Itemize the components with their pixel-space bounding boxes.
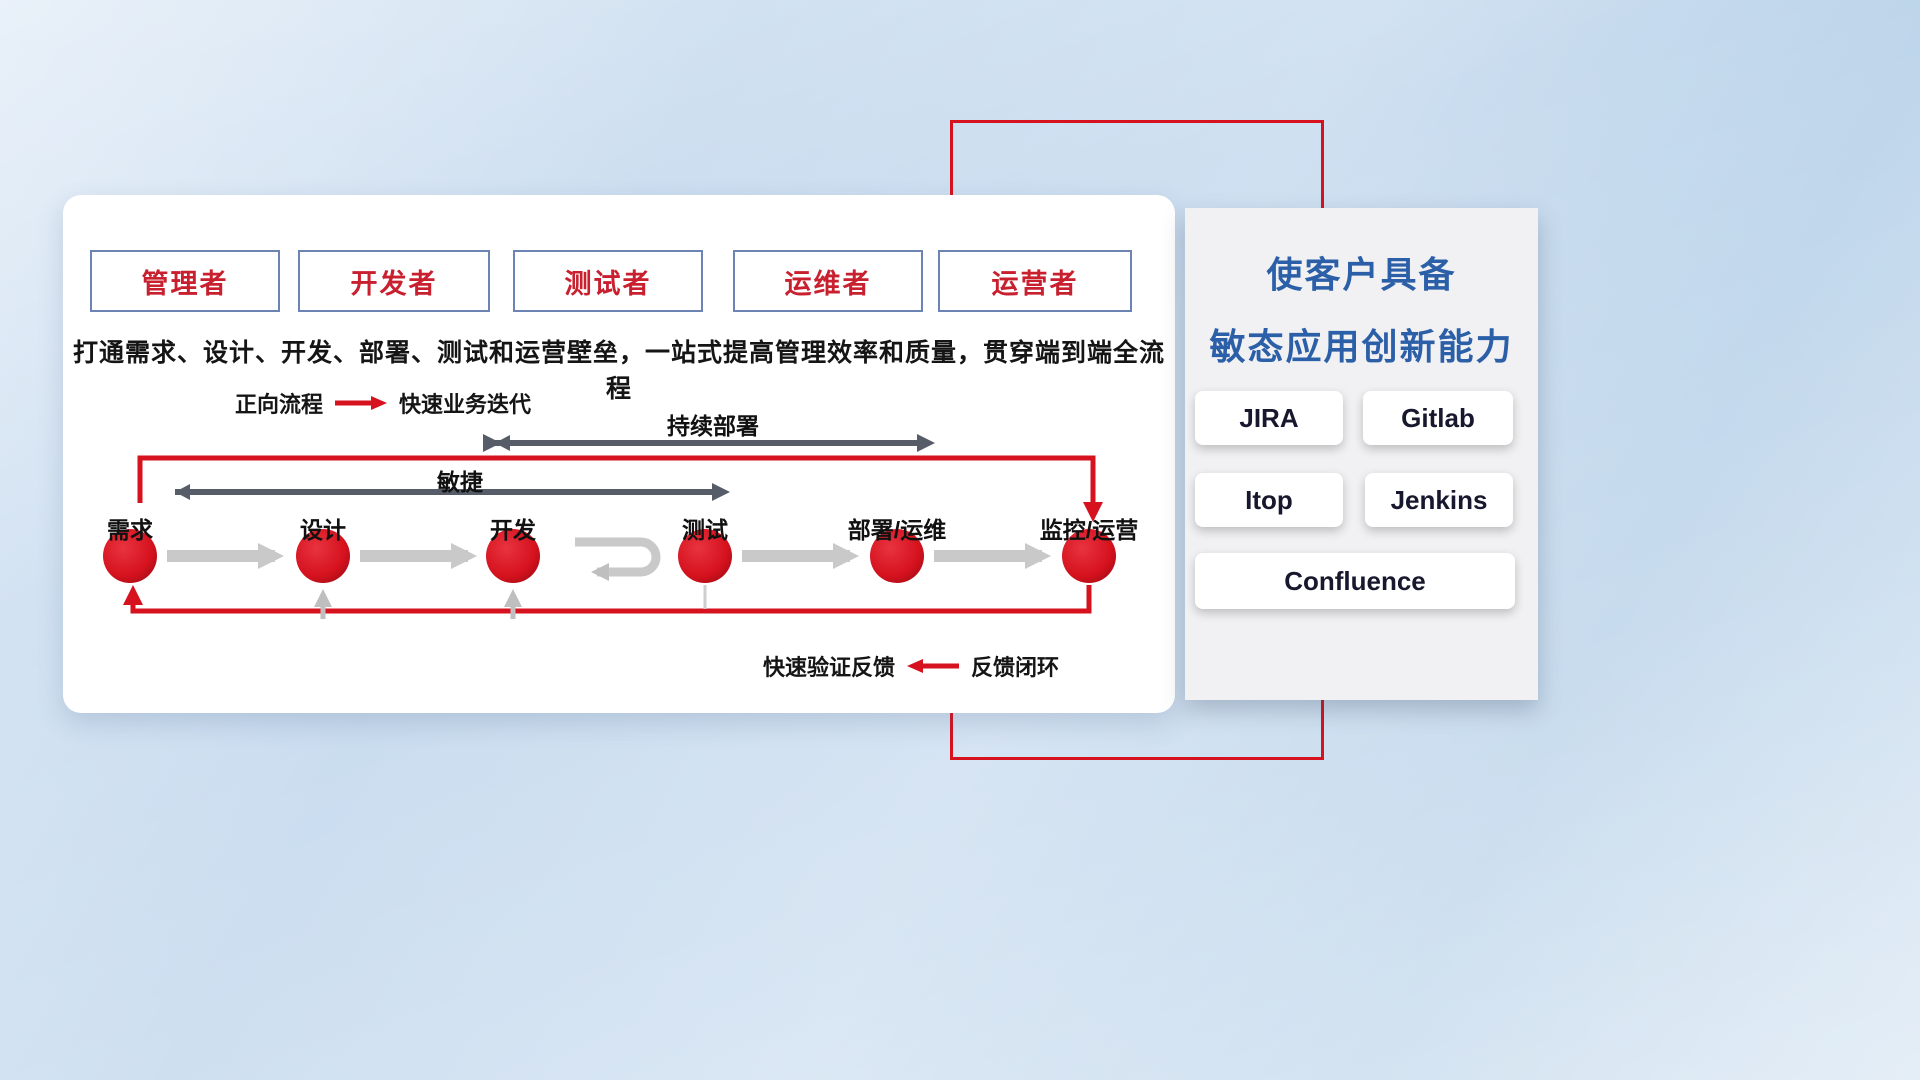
continuous-deploy-arrowhead-left	[495, 435, 510, 451]
node-development	[486, 529, 540, 583]
feedback-legend: 快速验证反馈 反馈闭环	[763, 650, 1059, 682]
flow-node-label-development: 开发	[490, 517, 536, 543]
role-box-manager: 管理者	[90, 250, 280, 312]
flow-node-label-test: 测试	[682, 517, 728, 543]
node-monitor-operate	[1062, 529, 1116, 583]
agile-arrowhead-left	[175, 484, 190, 500]
tool-badge-gitlab: Gitlab	[1363, 391, 1513, 445]
role-box-developer: 开发者	[298, 250, 490, 312]
tool-badge-jenkins: Jenkins	[1365, 473, 1513, 527]
forward-arrow-icon	[335, 396, 388, 410]
devops-flow-panel: 管理者 开发者 测试者 运维者 运营者 打通需求、设计、开发、部署、测试和运营壁…	[63, 195, 1175, 713]
continuous-deploy-label: 持续部署	[667, 413, 759, 439]
forward-legend-label: 正向流程	[235, 392, 324, 417]
feedback-legend-value: 反馈闭环	[971, 655, 1060, 680]
node-requirements	[103, 529, 157, 583]
forward-loop-line	[137, 455, 1103, 522]
tool-badge-itop: Itop	[1195, 473, 1343, 527]
capability-title-line2: 敏态应用创新能力	[1209, 326, 1514, 367]
role-box-ops: 运维者	[733, 250, 923, 312]
capability-title-line1: 使客户具备	[1266, 254, 1457, 295]
flow-node-label-monitor-operate: 监控/运营	[1039, 517, 1139, 543]
node-test	[678, 529, 732, 583]
capability-panel: 使客户具备 敏态应用创新能力 JIRA Gitlab Itop Jenkins …	[1185, 208, 1538, 700]
tool-badge-jira: JIRA	[1195, 391, 1343, 445]
iteration-loop-icon	[575, 537, 661, 581]
feedback-arrow-icon	[907, 659, 960, 673]
feedback-loop-line	[123, 585, 1092, 614]
role-box-operator: 运营者	[938, 250, 1132, 312]
tool-badge-confluence: Confluence	[1195, 553, 1515, 609]
forward-legend-value: 快速业务迭代	[399, 392, 532, 417]
flow-node-label-deploy-ops: 部署/运维	[847, 517, 947, 543]
flow-diagram	[103, 434, 1116, 619]
feedback-legend-label: 快速验证反馈	[763, 655, 896, 680]
panel-description: 打通需求、设计、开发、部署、测试和运营壁垒，一站式提高管理效率和质量，贯穿端到端…	[72, 339, 1165, 403]
flow-node-label-design: 设计	[300, 517, 346, 543]
node-deploy-ops	[870, 529, 924, 583]
node-design	[296, 529, 350, 583]
agile-label: 敏捷	[437, 469, 483, 495]
flow-node-label-requirements: 需求	[107, 517, 153, 543]
role-box-tester: 测试者	[513, 250, 703, 312]
forward-flow-legend: 正向流程 快速业务迭代	[235, 387, 531, 419]
